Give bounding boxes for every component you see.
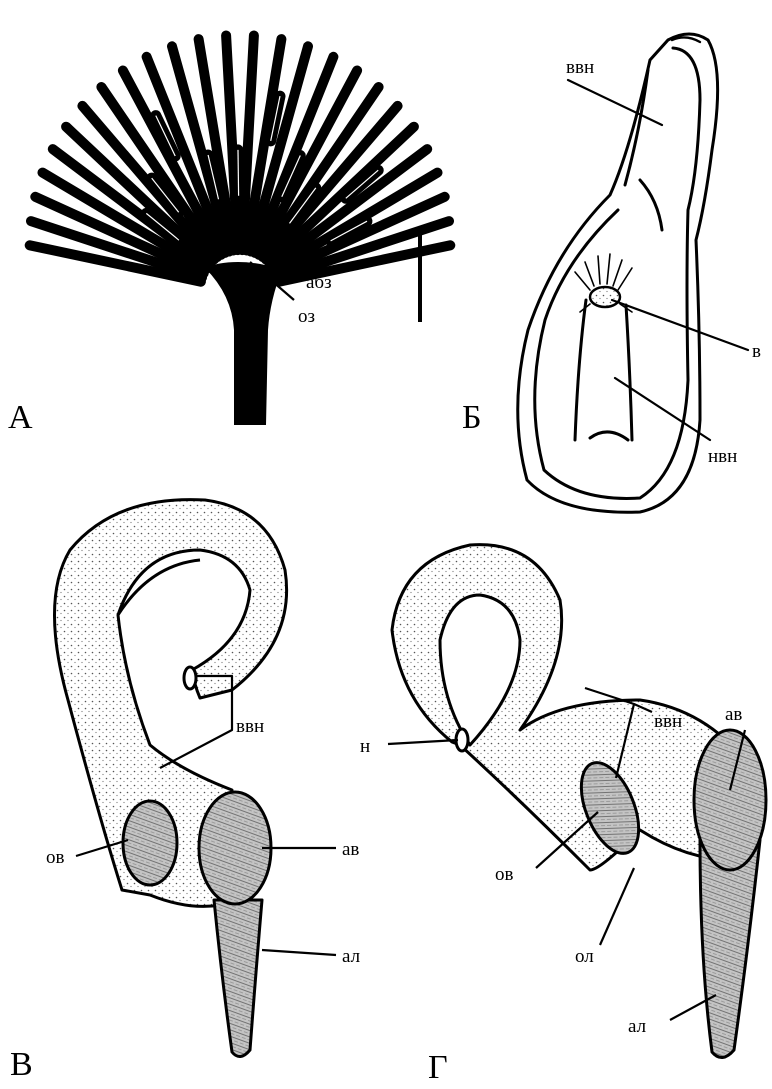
av-disc-g	[694, 730, 766, 870]
neck-line-2	[640, 180, 662, 230]
lower-canal-base	[590, 432, 628, 440]
label-vvn-b: ввн	[566, 57, 594, 78]
label-av-g: ав	[725, 704, 742, 725]
av-disc-v	[199, 792, 271, 904]
vvn-leader-b	[568, 80, 662, 125]
label-nvn-b: нвн	[708, 446, 737, 467]
al-stalk-g	[700, 840, 760, 1058]
ol-leader-g	[600, 868, 634, 945]
ov-disc-v	[123, 801, 177, 885]
panel-letter-b: Б	[462, 399, 482, 436]
label-al-g: ал	[628, 1016, 647, 1037]
pore-opening	[590, 287, 620, 307]
label-al-v: ал	[342, 946, 361, 967]
label-vvn-g: ввн	[654, 711, 682, 732]
nvn-leader-b	[615, 378, 710, 440]
label-abz: абз	[306, 272, 332, 293]
panel-v	[54, 500, 336, 1057]
tube-end-v	[184, 667, 196, 689]
n-leader-g	[388, 740, 458, 744]
v-leader-b	[612, 300, 748, 350]
label-ov-g: ов	[495, 864, 514, 885]
label-n-g: н	[360, 736, 370, 757]
panel-letter-a: А	[8, 399, 33, 436]
label-oz: оз	[298, 306, 315, 327]
stalk	[205, 262, 282, 425]
neck-line	[625, 70, 648, 185]
panel-a: абз оз А	[8, 36, 450, 437]
panel-letter-g: Г	[428, 1049, 448, 1086]
filament-bud-outline	[238, 150, 239, 196]
label-ov-v: ов	[46, 847, 65, 868]
panel-letter-v: В	[10, 1046, 33, 1083]
label-av-v: ав	[342, 839, 359, 860]
lower-canal-left	[575, 300, 586, 440]
panel-g	[388, 545, 766, 1058]
label-vvn-v: ввн	[236, 716, 264, 737]
panel-b	[518, 34, 748, 512]
label-v-b: в	[752, 341, 761, 362]
cap	[672, 37, 700, 42]
al-stalk-v	[214, 900, 262, 1057]
al-leader-v	[262, 950, 336, 955]
label-ol-g: ол	[575, 946, 594, 967]
filament-fan	[30, 36, 451, 282]
lower-canal-right	[626, 305, 632, 440]
